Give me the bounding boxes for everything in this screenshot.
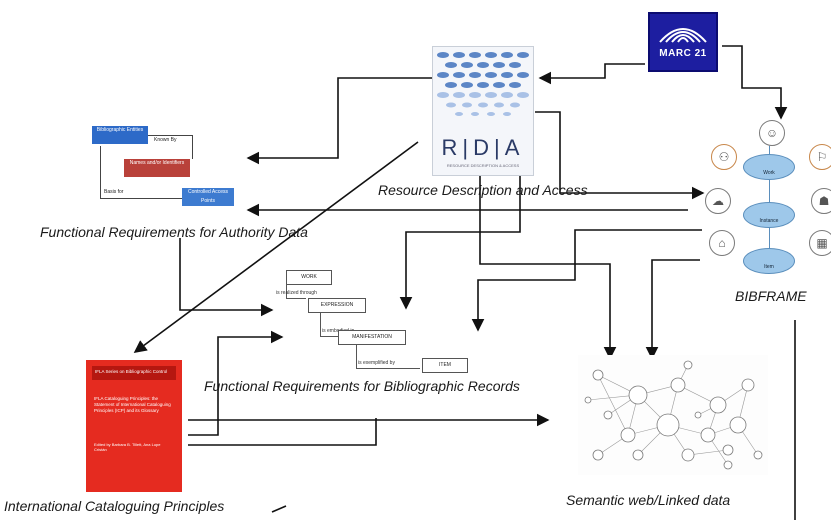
arrow-rda-to-icp (133, 141, 419, 353)
label-rda: Resource Description and Access (378, 182, 588, 198)
bibframe-holding-icon: ▦ (809, 230, 831, 256)
label-icp: International Cataloguing Principles (4, 498, 225, 514)
arrow-bibframe-to-semantic (645, 259, 700, 360)
frbr-box-expression: EXPRESSION (308, 298, 366, 313)
label-bibframe: BIBFRAME (735, 288, 807, 304)
semantic-network-graphic (584, 360, 763, 470)
bibframe-subject-icon: ⚐ (809, 144, 831, 170)
frbr-line-3b (356, 368, 420, 369)
frad-connector-1 (148, 135, 192, 136)
frad-box-controlled-access-points: Controlled Access Points (182, 188, 234, 206)
frad-connector-2 (100, 146, 101, 198)
semantic-web-network-image (578, 355, 768, 475)
frad-rel-known-by: Known By (154, 137, 177, 143)
frbr-thumbnail: WORK is realized through EXPRESSION is e… (272, 268, 477, 386)
rda-dots-graphic (437, 52, 529, 116)
icp-cover-title: IFLA Cataloguing Principles: the Stateme… (94, 396, 171, 413)
rda-cover-subtitle: RESOURCE DESCRIPTION & ACCESS (446, 163, 520, 168)
bibframe-agent-icon: ☗ (811, 188, 831, 214)
bibframe-node-instance: Instance (743, 202, 795, 228)
label-frad: Functional Requirements for Authority Da… (40, 224, 308, 240)
bibframe-person-icon: ☺ (759, 120, 785, 146)
arrow-bibframe-to-frbr (471, 229, 702, 332)
icp-cover-header: IFLA Series on Bibliographic Control (92, 366, 176, 380)
marc21-logo: MARC 21 (648, 12, 718, 72)
icp-cover-editor: Edited by Barbara B. Tillett, Ana Lupe C… (94, 442, 161, 452)
bibframe-node-work: Work (743, 154, 795, 180)
arrow-marc-to-bibframe (722, 45, 788, 120)
arrow-frad-to-frbr (179, 238, 274, 317)
frad-thumbnail: Bibliographic Entities Known By Names an… (86, 118, 236, 218)
frbr-box-manifestation: MANIFESTATION (338, 330, 406, 345)
marc21-logo-text: MARC 21 (659, 48, 707, 59)
label-semantic-web: Semantic web/Linked data (566, 492, 731, 508)
frbr-box-work: WORK (286, 270, 332, 285)
arrow-marc-to-rda (538, 63, 645, 85)
marc-swirl-graphic (659, 28, 707, 43)
frad-rel-basis-for: Basis for (104, 189, 124, 195)
arrow-rda-to-semantic (479, 155, 617, 360)
frbr-rel-exemplified: is exemplified by (358, 360, 395, 366)
label-frbr: Functional Requirements for Bibliographi… (204, 378, 520, 394)
arrow-rda-to-bibframe (535, 111, 705, 200)
icp-book-cover: IFLA Series on Bibliographic Control IFL… (86, 360, 182, 492)
frad-box-names-identifiers: Names and/or Identifiers (124, 159, 190, 177)
bibframe-node-item: Item (743, 248, 795, 274)
rda-letters: R|D|A (441, 135, 525, 160)
icp-cover-series: IFLA Series on Bibliographic Control (95, 369, 168, 374)
frad-connector-1b (192, 135, 193, 159)
bibframe-place-icon: ⌂ (709, 230, 735, 256)
arrow-rda-to-frad (246, 77, 432, 165)
arrow-rda-to-frbr (399, 155, 521, 310)
bibframe-people-icon: ⚇ (711, 144, 737, 170)
small-tick (271, 505, 287, 513)
frbr-line-3 (356, 344, 357, 368)
arrow-icp-to-frbr (188, 330, 284, 436)
bibframe-event-icon: ☁ (705, 188, 731, 214)
frad-box-bibliographic-entities: Bibliographic Entities (92, 126, 148, 144)
frbr-line-1b (286, 298, 306, 299)
frbr-line-2b (320, 336, 338, 337)
rda-book-cover: R|D|A RESOURCE DESCRIPTION & ACCESS (432, 46, 534, 176)
frbr-line-2 (320, 312, 321, 336)
frbr-rel-realized: is realized through (276, 290, 317, 296)
bibframe-model: ☺ ⚇ ⚐ ☁ ☗ ⌂ ▦ Work Instance Item (703, 118, 831, 286)
frbr-box-item: ITEM (422, 358, 468, 373)
frbr-line-1 (286, 284, 287, 298)
frad-connector-3 (100, 198, 182, 199)
arrow-icp-to-semantic-2 (188, 418, 377, 446)
